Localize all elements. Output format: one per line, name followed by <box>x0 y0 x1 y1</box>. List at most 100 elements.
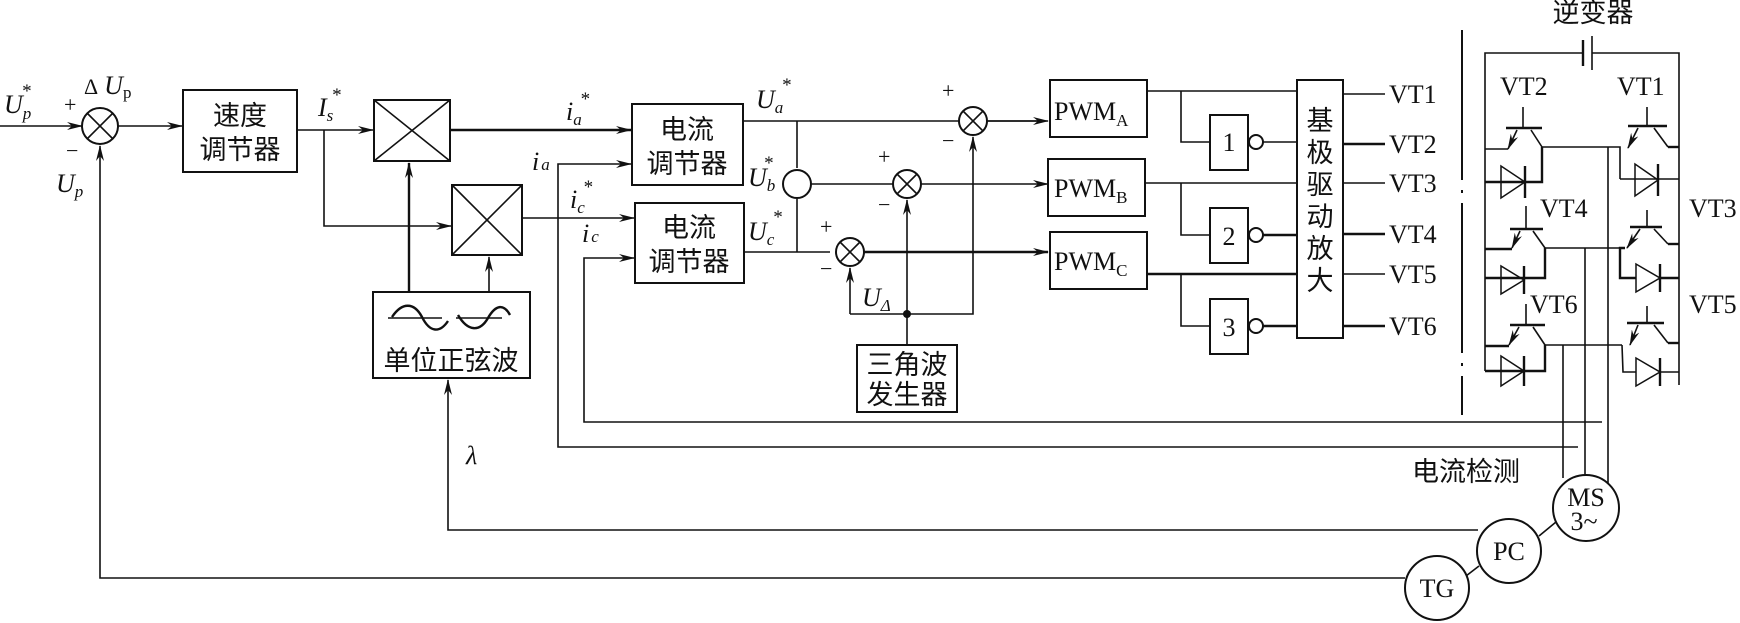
ic-feedback-line <box>583 254 1602 423</box>
lambda-line <box>444 379 1378 531</box>
vt2-label: VT2 <box>1500 72 1548 101</box>
transistor-vt4-icon <box>1485 206 1625 251</box>
speed-regulator-line2: 调节器 <box>200 135 281 166</box>
vt6-out-label: VT6 <box>1389 312 1437 341</box>
plus-sign: + <box>64 92 76 117</box>
pwm-b-label: PWMB <box>1054 174 1127 207</box>
unit-sine-label: 单位正弦波 <box>384 346 519 377</box>
up-star-label: Up* <box>4 81 31 123</box>
transistor-vt1-icon <box>1608 107 1679 179</box>
pwm-a-label: PWMA <box>1054 97 1129 130</box>
tg-label: TG <box>1420 574 1455 603</box>
up-feedback-label: Up <box>56 169 83 201</box>
vt1-out-label: VT1 <box>1389 80 1437 109</box>
speed-regulator-block: 速度 调节器 <box>182 89 298 173</box>
sine-wave-icon <box>391 304 449 331</box>
transistor-vt5-icon <box>1621 306 1679 373</box>
inverter-bridge: VT2 VT1 V <box>1484 36 1737 470</box>
inverter-title: 逆变器 <box>1553 0 1634 29</box>
carrier-to-a <box>850 136 977 315</box>
current-regulator-c: 电流 调节器 <box>634 202 745 284</box>
comp-b-plus: + <box>878 144 890 169</box>
pwm-b-to-not2 <box>1180 183 1210 236</box>
base-drive-char: 大 <box>1307 266 1334 297</box>
uc-star-label: Uc* <box>748 207 782 249</box>
tachogenerator-tg: TG <box>1404 555 1470 621</box>
vt5-label: VT5 <box>1689 290 1737 319</box>
unit-sine-wave-block: 单位正弦波 <box>372 291 531 379</box>
pwm-a-block: PWMA <box>1049 79 1148 138</box>
base-drive-char: 极 <box>1307 138 1334 169</box>
pwm-b-block: PWMB <box>1047 158 1146 217</box>
pwm-c-block: PWMC <box>1049 231 1148 290</box>
ia-star-label: ia* <box>566 89 590 129</box>
not-gate-3: 3 <box>1209 298 1297 355</box>
diode-vt1-icon <box>1620 162 1679 198</box>
pwm-c-label: PWMC <box>1054 247 1127 280</box>
comp-b-minus: − <box>878 192 890 217</box>
vt3-out-label: VT3 <box>1389 169 1437 198</box>
vt3-label: VT3 <box>1689 194 1737 223</box>
motor-label-3phase: 3~ <box>1570 507 1597 536</box>
diode-vt4-icon <box>1485 248 1547 296</box>
current-detect-label: 电流检测 <box>1412 457 1520 488</box>
vt1-label: VT1 <box>1617 72 1665 101</box>
summing-junction-speed <box>81 107 119 145</box>
shaft-ms-pc <box>1538 521 1557 537</box>
comp-c-plus: + <box>820 214 832 239</box>
transistor-vt2-icon <box>1485 107 1608 150</box>
motor-label-ms: MS <box>1567 483 1605 512</box>
diode-vt6-icon <box>1484 345 1547 388</box>
current-regulator-a: 电流 调节器 <box>631 103 744 186</box>
vt4-label: VT4 <box>1540 194 1588 223</box>
comparator-c <box>835 237 865 267</box>
multiplier-a <box>373 99 451 162</box>
pc-label: PC <box>1493 537 1525 566</box>
base-drive-char: 基 <box>1307 106 1334 137</box>
transistor-vt6-icon <box>1485 304 1622 348</box>
minus-sign: − <box>66 138 78 163</box>
vt2-out-label: VT2 <box>1389 130 1437 159</box>
speed-regulator-line1: 速度 <box>213 101 267 132</box>
base-drive-char: 动 <box>1307 202 1334 233</box>
vt4-out-label: VT4 <box>1389 220 1437 249</box>
lambda-label: λ <box>465 441 477 470</box>
triangle-gen-line2: 发生器 <box>867 380 948 411</box>
transistor-vt3-icon <box>1618 210 1679 280</box>
comp-a-plus: + <box>942 78 954 103</box>
triangle-wave-generator: 三角波 发生器 <box>856 344 958 413</box>
vt5-out-label: VT5 <box>1389 260 1437 289</box>
comp-c-minus: − <box>820 256 832 281</box>
ua-star-label: Ua* <box>756 75 791 117</box>
pwm-c-to-not3 <box>1180 274 1210 327</box>
current-reg-a-line2: 调节器 <box>647 149 728 180</box>
ub-summing-node <box>782 169 812 199</box>
triangle-gen-line1: 三角波 <box>867 350 948 381</box>
vt6-label: VT6 <box>1530 290 1578 319</box>
not-gate-1: 1 <box>1209 114 1297 171</box>
comparator-b <box>892 169 922 199</box>
speed-feedback-line <box>96 145 1405 579</box>
shaft-pc-tg <box>1465 565 1480 577</box>
ic-star-label: ic* <box>570 177 593 217</box>
base-drive-char: 驱 <box>1307 170 1334 201</box>
comp-a-minus: − <box>942 128 954 153</box>
diode-vt2-icon <box>1485 147 1544 200</box>
is-star-label: Is* <box>317 85 341 125</box>
diode-vt3-icon <box>1635 262 1662 294</box>
current-reg-a-line1: 电流 <box>660 115 714 146</box>
base-drive-amplifier: 基 极 驱 动 放 大 <box>1296 79 1344 339</box>
not-gate-2: 2 <box>1209 207 1297 264</box>
pwm-a-to-not1 <box>1180 91 1210 143</box>
synchronous-motor-ms: MS 3~ <box>1552 474 1620 542</box>
diode-vt5-icon <box>1635 356 1662 388</box>
ia-feedback-line <box>557 160 1578 448</box>
u-delta-label: UΔ <box>862 283 891 315</box>
current-reg-c-line1: 电流 <box>662 213 716 244</box>
not-gate-2-label: 2 <box>1223 222 1236 251</box>
ub-star-label: Ub* <box>748 153 775 195</box>
